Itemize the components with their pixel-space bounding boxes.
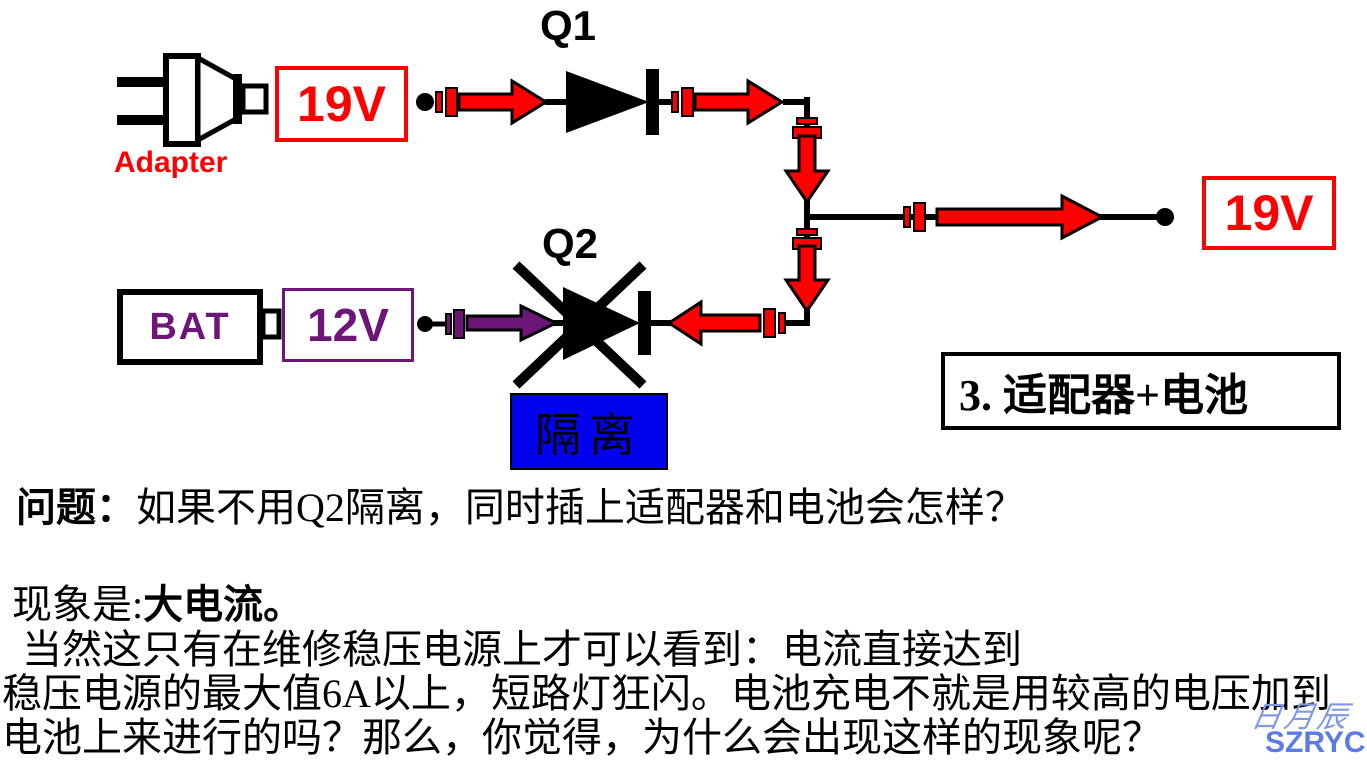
explain-line-3: 电池上来进行的吗？那么，你觉得，为什么会出现这样的现象呢？ bbox=[2, 715, 1162, 760]
battery-voltage: 12V bbox=[307, 299, 389, 351]
watermark-brand: SZRYC bbox=[1265, 726, 1366, 759]
phenomenon-line: 现象是:大电流。 bbox=[12, 583, 303, 627]
q2-label: Q2 bbox=[542, 220, 599, 267]
phenomenon-emphasis: 大电流。 bbox=[143, 582, 304, 627]
circuit-diagram bbox=[117, 53, 1174, 389]
battery-flow-ticks bbox=[445, 309, 465, 339]
current-arrow-right bbox=[693, 78, 785, 126]
mode-title: 3. 适配器+电池 bbox=[959, 371, 1249, 420]
q2-diode bbox=[563, 287, 651, 360]
adapter-label: Adapter bbox=[114, 146, 228, 179]
current-arrow-down bbox=[783, 134, 831, 205]
adapter-voltage-box: 19V bbox=[275, 66, 408, 142]
question-prefix: 问题： bbox=[16, 485, 136, 530]
terminal-dot bbox=[417, 316, 433, 332]
mode-title-box: 3. 适配器+电池 bbox=[941, 352, 1341, 430]
battery-voltage-box: 12V bbox=[282, 288, 414, 362]
adapter-voltage: 19V bbox=[297, 76, 386, 132]
question-text: 如果不用Q2隔离，同时插上适配器和电池会怎样？ bbox=[136, 485, 1025, 530]
battery-current-arrow bbox=[465, 303, 560, 343]
explain-line-1: 当然这只有在维修稳压电源上才可以看到：电流直接达到 bbox=[12, 627, 1022, 672]
q2-blocked-cross bbox=[512, 261, 647, 389]
explain-line-2: 稳压电源的最大值6A以上，短路灯狂闪。电池充电不就是用较高的电压加到 bbox=[2, 671, 1331, 716]
flow-ticks bbox=[435, 87, 926, 338]
battery-box: BAT bbox=[117, 289, 263, 365]
output-voltage-box: 19V bbox=[1202, 176, 1336, 250]
isolation-label: 隔离 bbox=[535, 409, 643, 461]
current-arrow-right bbox=[935, 193, 1106, 241]
phenomenon-prefix: 现象是: bbox=[12, 582, 144, 627]
terminal-dot bbox=[1156, 208, 1174, 226]
battery-tab bbox=[260, 308, 282, 340]
q1-label: Q1 bbox=[540, 2, 597, 49]
current-arrow-right bbox=[457, 78, 549, 126]
isolation-box: 隔离 bbox=[510, 393, 668, 470]
q1-diode bbox=[566, 69, 659, 135]
output-voltage: 19V bbox=[1224, 185, 1314, 241]
terminal-dot bbox=[416, 93, 434, 111]
current-arrow-left bbox=[666, 299, 762, 347]
battery-label: BAT bbox=[149, 305, 231, 348]
current-arrow-down bbox=[783, 244, 831, 314]
adapter-plug-icon bbox=[117, 53, 269, 147]
question-line: 问题：如果不用Q2隔离，同时插上适配器和电池会怎样？ bbox=[16, 486, 1025, 530]
